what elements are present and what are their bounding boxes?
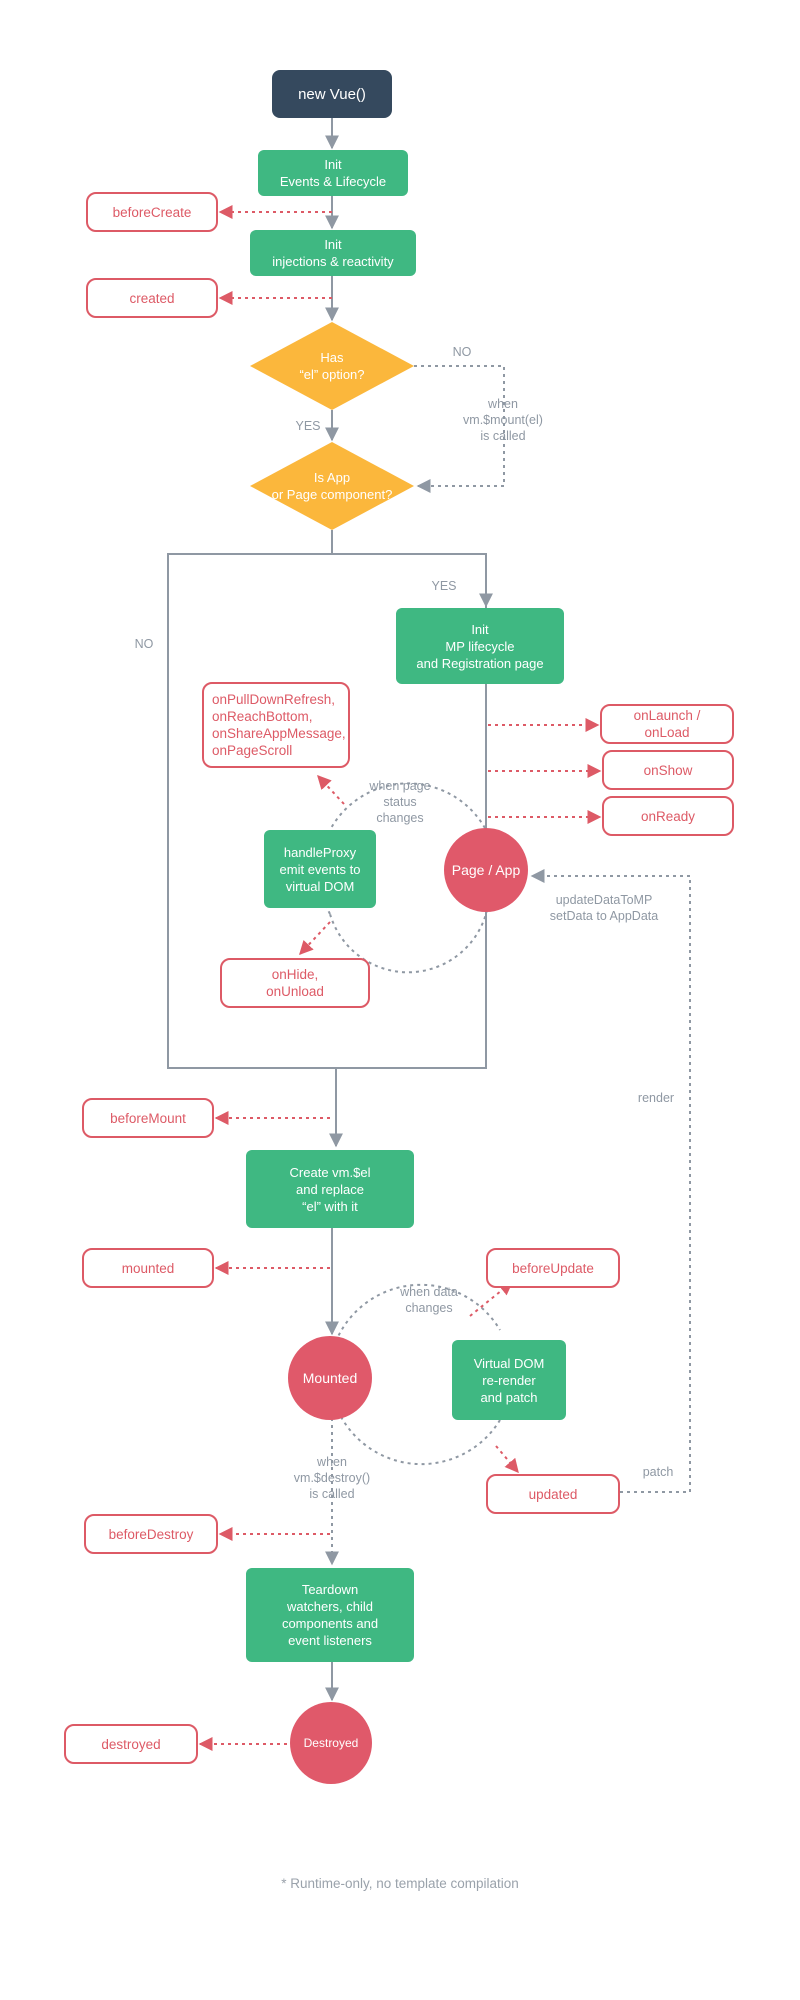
vdom-node: Virtual DOM re-render and patch <box>452 1340 566 1420</box>
init-mp-label: Init MP lifecycle and Registration page <box>416 621 544 671</box>
label-when-page-status: when page status changes <box>369 779 431 825</box>
is-app-text: Is App or Page component? <box>262 464 402 508</box>
create-el-node: Create vm.$el and replace “el” with it <box>246 1150 414 1228</box>
hook-before-create: beforeCreate <box>86 192 218 232</box>
hook-before-update: beforeUpdate <box>486 1248 620 1288</box>
on-launch-label: onLaunch / onLoad <box>633 708 701 740</box>
label-render: render <box>637 1091 675 1105</box>
before-create-label: beforeCreate <box>112 204 192 220</box>
hook-destroyed: destroyed <box>64 1724 198 1764</box>
label-yes-top: YES <box>295 419 321 433</box>
label-when-destroy: when vm.$destroy() is called <box>293 1455 371 1501</box>
before-destroy-label: beforeDestroy <box>108 1526 194 1542</box>
before-mount-label: beforeMount <box>110 1110 186 1126</box>
footnote: * Runtime-only, no template compilation <box>281 1876 519 1891</box>
label-when-data: when data changes <box>400 1285 458 1315</box>
updated-label: updated <box>528 1486 578 1502</box>
new-vue-label: new Vue() <box>298 85 366 103</box>
mounted-label: mounted <box>121 1260 175 1276</box>
created-label: created <box>129 290 175 306</box>
has-el-text: Has “el” option? <box>262 344 402 388</box>
has-el-diamond <box>250 322 414 410</box>
teardown-label: Teardown watchers, child components and … <box>281 1582 379 1648</box>
app-page-container <box>167 553 487 1069</box>
hook-before-mount: beforeMount <box>82 1098 214 1138</box>
hook-on-show: onShow <box>602 750 734 790</box>
hook-on-launch: onLaunch / onLoad <box>600 704 734 744</box>
init-mp-node: Init MP lifecycle and Registration page <box>396 608 564 684</box>
on-ready-label: onReady <box>640 808 696 824</box>
destroyed-label: destroyed <box>101 1736 161 1752</box>
hook-on-hide: onHide, onUnload <box>220 958 370 1008</box>
mounted-circle: Mounted <box>288 1336 372 1420</box>
init-injections-label: Init injections & reactivity <box>272 237 394 269</box>
label-update-data: updateDataToMP setData to AppData <box>549 893 659 923</box>
mounted-circle-label: Mounted <box>302 1370 358 1386</box>
hook-before-destroy: beforeDestroy <box>84 1514 218 1554</box>
page-app-label: Page / App <box>451 862 521 878</box>
vdom-label: Virtual DOM re-render and patch <box>473 1355 545 1405</box>
is-app-diamond <box>250 442 414 530</box>
destroyed-circle: Destroyed <box>290 1702 372 1784</box>
handle-proxy-node: handleProxy emit events to virtual DOM <box>264 830 376 908</box>
handle-proxy-label: handleProxy emit events to virtual DOM <box>279 844 361 894</box>
on-show-label: onShow <box>643 762 693 778</box>
teardown-node: Teardown watchers, child components and … <box>246 1568 414 1662</box>
label-when-mount: when vm.$mount(el) is called <box>463 397 543 443</box>
has-el-label: Has “el” option? <box>299 350 365 382</box>
label-patch: patch <box>642 1465 674 1479</box>
hook-on-ready: onReady <box>602 796 734 836</box>
is-app-label: Is App or Page component? <box>271 470 393 502</box>
page-events-label: onPullDownRefresh, onReachBottom, onShar… <box>212 692 346 758</box>
destroyed-circle-label: Destroyed <box>303 1736 359 1750</box>
new-vue-node: new Vue() <box>272 70 392 118</box>
label-yes-mp: YES <box>431 579 457 593</box>
hook-mounted: mounted <box>82 1248 214 1288</box>
label-no-left: NO <box>134 637 154 651</box>
before-update-label: beforeUpdate <box>512 1260 594 1276</box>
page-app-circle: Page / App <box>444 828 528 912</box>
hook-arrows <box>198 205 602 1751</box>
hook-created: created <box>86 278 218 318</box>
init-events-node: Init Events & Lifecycle <box>258 150 408 196</box>
on-hide-label: onHide, onUnload <box>266 967 324 999</box>
init-events-label: Init Events & Lifecycle <box>279 157 387 189</box>
hook-page-events: onPullDownRefresh, onReachBottom, onShar… <box>202 682 350 768</box>
label-no-top: NO <box>452 345 472 359</box>
create-el-label: Create vm.$el and replace “el” with it <box>289 1164 371 1214</box>
hook-updated: updated <box>486 1474 620 1514</box>
init-injections-node: Init injections & reactivity <box>250 230 416 276</box>
